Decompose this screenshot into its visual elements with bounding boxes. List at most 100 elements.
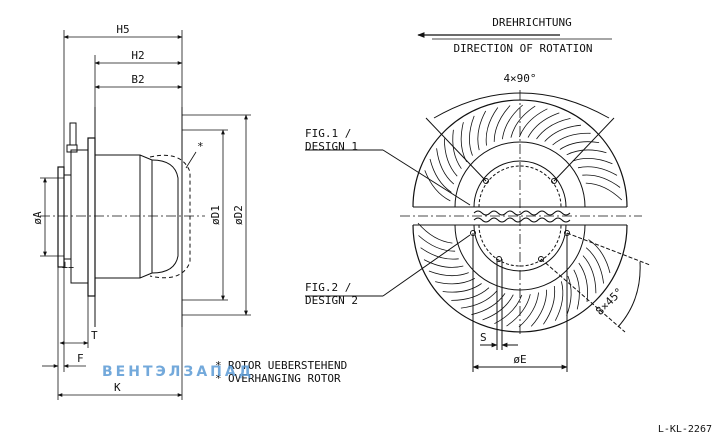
angle-leg-45b [540, 258, 626, 333]
fan-blade [442, 283, 482, 293]
mounting-plate [57, 166, 65, 268]
angle-8x45-label: 8×45° [593, 285, 626, 318]
fan-blade [443, 138, 458, 177]
fan-blade [572, 157, 613, 165]
fan-blade [578, 262, 588, 302]
fig2-label-line2: DESIGN 2 [305, 294, 358, 307]
fan-blade [436, 148, 455, 185]
break-line-top [473, 210, 571, 216]
fan-blade [585, 182, 623, 201]
impeller-body [95, 154, 153, 279]
fan-blade [554, 281, 564, 321]
rotor-backplate [87, 137, 96, 297]
front-view [305, 32, 651, 372]
fan-blade [573, 269, 580, 310]
angle-leg-45a [566, 232, 651, 266]
d2-label: øD2 [232, 205, 245, 225]
inlet-ring [151, 159, 179, 274]
fan-blade [582, 255, 597, 294]
angle-arc-8x45 [617, 261, 641, 328]
angle-leg-right [553, 117, 615, 182]
t-label: T [91, 329, 98, 342]
drawing-number: L-KL-2267 [658, 424, 712, 435]
fan-blade [510, 105, 536, 138]
fan-blade [451, 287, 490, 301]
watermark-text: ВЕНТЭЛЗАПАД [102, 364, 254, 380]
k-label: K [114, 381, 121, 394]
angle-leg-left [425, 117, 487, 182]
a-label: øA [31, 211, 44, 225]
s-label: S [480, 331, 487, 344]
design1-hub-circle [473, 160, 567, 208]
bolt-circle-bottom [478, 224, 562, 267]
mount-hole-1 [483, 178, 489, 184]
side-dimensions [40, 30, 251, 400]
fan-blade [428, 270, 469, 277]
rotation-german: DREHRICHTUNG [492, 16, 571, 29]
fan-blade [420, 247, 459, 260]
angle-arc-4x90 [433, 92, 610, 119]
mount-hole-2 [551, 178, 557, 184]
fan-blade [429, 158, 452, 193]
break-line-bottom [473, 217, 571, 223]
fan-blade [435, 278, 475, 285]
f-label: F [77, 352, 84, 365]
blades-design1 [424, 104, 623, 202]
motor-flange [63, 174, 72, 260]
fan-blade [452, 129, 462, 169]
b2-label: B2 [131, 73, 144, 86]
e-label: øE [513, 353, 526, 366]
mount-hole-4 [538, 256, 544, 262]
fan-blade [460, 122, 467, 162]
fig1-label-line1: FIG.1 / [305, 127, 351, 140]
fan-blade [460, 290, 498, 309]
design1-inner-circle [454, 141, 586, 208]
fan-blade [418, 235, 456, 252]
fan-blade [518, 292, 539, 328]
design1-outer-circle [412, 99, 628, 208]
h5-label: H5 [116, 23, 129, 36]
fan-blade [566, 149, 607, 156]
footnote-english: OVERHANGING ROTOR [228, 372, 341, 385]
fan-blade [494, 294, 523, 325]
fan-blade [423, 259, 464, 268]
fan-blade [552, 132, 591, 146]
side-view: ⊥⊥ [40, 107, 205, 327]
footnote-marker-2: * [215, 372, 222, 385]
footnote-marker: * [215, 359, 222, 372]
fan-blade [588, 239, 611, 274]
fan-blade [424, 170, 451, 202]
angle-4x90-label: 4×90° [503, 72, 536, 85]
fan-blade [482, 294, 514, 321]
fan-blade [566, 275, 572, 316]
fig2-label-line1: FIG.2 / [305, 281, 351, 294]
fan-blade [585, 247, 604, 284]
d1-label: øD1 [209, 205, 222, 225]
rotation-english: DIRECTION OF ROTATION [453, 42, 592, 55]
fan-blade [519, 108, 548, 138]
fan-blade [544, 124, 582, 142]
fan-blade [502, 104, 523, 140]
fan-blade [536, 118, 571, 140]
fan-blade [506, 294, 531, 327]
bolt-circle-top [478, 165, 562, 208]
overhanging-rotor-outline [149, 154, 191, 279]
blades-design2 [417, 222, 611, 328]
fan-blade [493, 105, 511, 142]
terminal-mark: ⊥⊥ [62, 260, 74, 271]
fan-blade [485, 107, 499, 146]
fan-blade [577, 166, 618, 176]
fan-blade [471, 293, 506, 316]
asterisk-marker: * [197, 140, 204, 153]
h2-label: H2 [131, 49, 144, 62]
fan-blade [530, 289, 548, 327]
fan-blade [477, 110, 487, 151]
footnote-german: ROTOR UEBERSTEHEND [228, 359, 347, 372]
fan-blade [417, 222, 453, 244]
fan-blade [582, 174, 621, 188]
fan-blade [559, 141, 600, 150]
fig2-leader [382, 234, 471, 297]
fig1-label-line2: DESIGN 1 [305, 140, 358, 153]
